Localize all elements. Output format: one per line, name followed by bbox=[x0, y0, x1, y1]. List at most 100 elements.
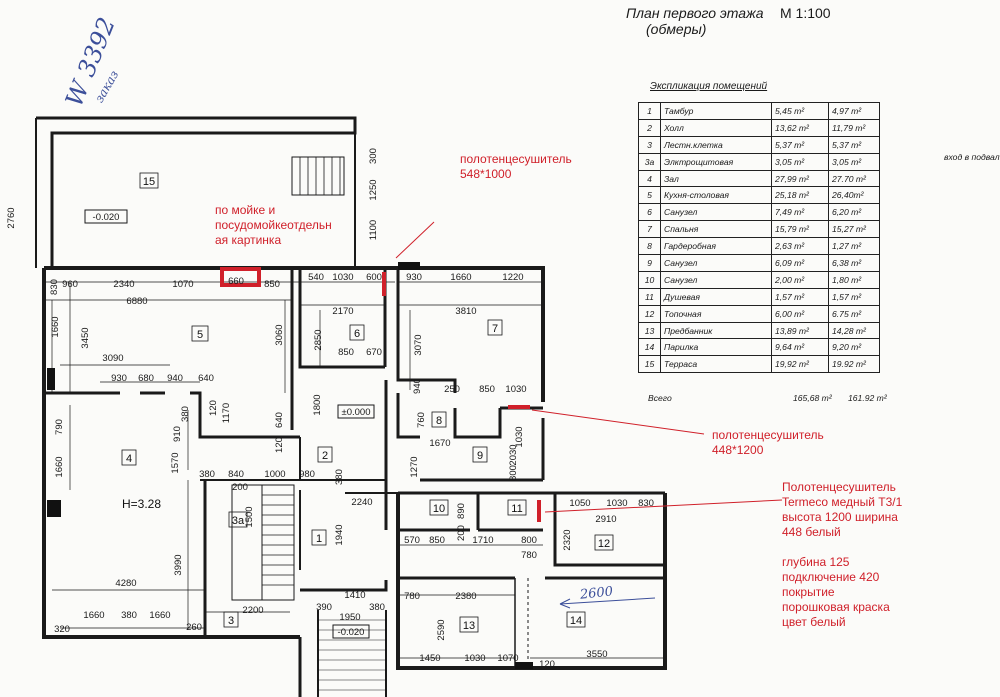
annotation-line: 548*1000 bbox=[460, 167, 512, 181]
dimension-label: 1660 bbox=[83, 610, 104, 621]
dimension-label: 1940 bbox=[334, 524, 345, 545]
dimension-label: 940 bbox=[167, 373, 183, 384]
dimension-label: 1660 bbox=[54, 456, 65, 477]
dimension-label: 380 bbox=[369, 602, 385, 613]
dimension-label: 660 bbox=[228, 276, 244, 287]
dimension-label: 250 bbox=[444, 384, 460, 395]
dimension-label: 800 bbox=[508, 465, 519, 481]
dimension-label: 840 bbox=[228, 469, 244, 480]
room-number: 15 bbox=[143, 176, 155, 188]
dimension-label: 960 bbox=[62, 279, 78, 290]
annotation-line: покрытие bbox=[782, 585, 835, 599]
plan-title: План первого этажа bbox=[626, 5, 764, 21]
level-mark: -0.020 bbox=[338, 627, 365, 638]
dimension-label: 930 bbox=[406, 272, 422, 283]
dimension-label: 600 bbox=[366, 272, 382, 283]
dimension-label: 1030 bbox=[464, 653, 485, 664]
dimension-label: 1660 bbox=[149, 610, 170, 621]
dimension-label: 850 bbox=[264, 279, 280, 290]
dimension-label: 1250 bbox=[368, 179, 379, 200]
dimension-label: 760 bbox=[416, 412, 427, 428]
room-number: 9 bbox=[477, 450, 483, 462]
dimension-label: 2590 bbox=[436, 619, 447, 640]
room-number: 10 bbox=[433, 503, 445, 515]
dimension-label: 1220 bbox=[502, 272, 523, 283]
dimension-label: 2760 bbox=[6, 207, 17, 228]
dimension-label: 390 bbox=[316, 602, 332, 613]
dimension-label: 380 bbox=[180, 406, 191, 422]
dimension-label: 670 bbox=[366, 347, 382, 358]
explication-cell-a2: 4,97 m² bbox=[828, 102, 880, 120]
annotation-line: подключение 420 bbox=[782, 570, 880, 584]
dimension-label: 890 bbox=[456, 503, 467, 519]
dimension-label: 1030 bbox=[332, 272, 353, 283]
explication-total-label: Всего bbox=[648, 393, 672, 403]
dimension-label: 830 bbox=[49, 279, 60, 295]
explication-cell-n: 1 bbox=[638, 102, 661, 120]
dimension-label: 850 bbox=[429, 535, 445, 546]
dimension-label: 1100 bbox=[368, 220, 379, 240]
dimension-label: 3450 bbox=[80, 327, 91, 348]
dimension-label: 4280 bbox=[115, 578, 136, 589]
dimension-label: 2340 bbox=[113, 279, 134, 290]
dimension-label: 910 bbox=[172, 426, 183, 442]
dimension-label: 1270 bbox=[409, 456, 420, 477]
annotation-line: высота 1200 ширина bbox=[782, 510, 898, 524]
dimension-label: 1570 bbox=[170, 452, 181, 473]
plan-scale: М 1:100 bbox=[780, 5, 831, 21]
dimension-label: 1950 bbox=[339, 612, 360, 623]
dimension-label: 2320 bbox=[562, 529, 573, 550]
dimension-label: 930 bbox=[111, 373, 127, 384]
dimension-label: 830 bbox=[638, 498, 654, 509]
dimension-label: 3990 bbox=[173, 554, 184, 575]
dimension-label: 940 bbox=[412, 378, 423, 394]
dimension-label: 780 bbox=[521, 550, 537, 561]
annotation-line: 448*1200 bbox=[712, 443, 764, 457]
dimension-label: 1500 bbox=[244, 506, 255, 527]
annotation-line: цвет белый bbox=[782, 615, 846, 629]
explication-cell-a1: 19,92 m² bbox=[771, 355, 829, 374]
dimension-label: 1170 bbox=[221, 403, 232, 423]
dimension-label: 2910 bbox=[595, 514, 616, 525]
dimension-label: 2200 bbox=[242, 605, 263, 616]
room-number: 11 bbox=[511, 503, 522, 515]
dimension-label: 120 bbox=[539, 659, 555, 670]
dimension-label: 260 bbox=[186, 622, 202, 633]
annotation-line: по мойке и bbox=[215, 203, 276, 217]
explication-total-area: 165,68 m² bbox=[793, 393, 832, 403]
room-number: 3а bbox=[232, 515, 245, 527]
dimension-label: 850 bbox=[479, 384, 495, 395]
dimension-label: 1670 bbox=[429, 438, 450, 449]
dimension-label: 1660 bbox=[50, 316, 61, 337]
dimension-label: 1050 bbox=[569, 498, 590, 509]
dimension-label: 570 bbox=[404, 535, 420, 546]
dimension-label: 120 bbox=[208, 400, 219, 416]
room-number: 2 bbox=[322, 450, 328, 462]
dimension-label: 1030 bbox=[505, 384, 526, 395]
dimension-label: 3070 bbox=[413, 334, 424, 355]
dimension-label: 1450 bbox=[419, 653, 440, 664]
dimension-label: 1000 bbox=[264, 469, 285, 480]
dimension-label: 3550 bbox=[586, 649, 607, 660]
room-number: 5 bbox=[197, 329, 203, 341]
dimension-label: 320 bbox=[54, 624, 70, 635]
dimension-label: 780 bbox=[404, 591, 420, 602]
towel-warmer-annotation-2: полотенцесушитель 448*1200 bbox=[712, 428, 824, 458]
dimension-label: 2030 bbox=[508, 444, 519, 465]
dimension-label: 980 bbox=[299, 469, 315, 480]
level-mark: -0.020 bbox=[93, 212, 120, 223]
sink-annotation: по мойке и посудомойкеотдельн ая картинк… bbox=[215, 203, 332, 248]
dimension-label: 380 bbox=[199, 469, 215, 480]
explication-cell-a2: 19.92 m² bbox=[828, 355, 880, 374]
towel-warmer-annotation-1: полотенцесушитель 548*1000 bbox=[460, 152, 572, 182]
